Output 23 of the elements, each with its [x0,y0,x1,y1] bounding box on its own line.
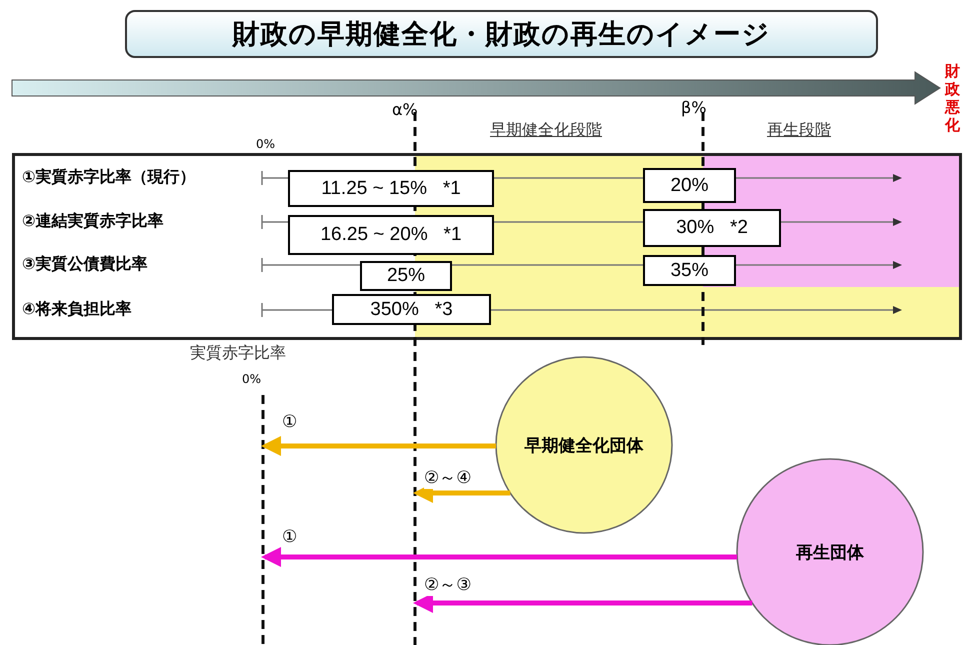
value-box: 25% [360,261,452,291]
threshold-label: β% [681,98,706,117]
row-label: ③実質公債費比率 [22,254,148,275]
row-label: ②連結実質赤字比率 [22,211,164,232]
value-box: 11.25 ~ 15% *1 [288,170,494,207]
value-box: 16.25 ~ 20% *1 [288,215,494,255]
value-box: 30% *2 [643,209,781,247]
arrow [261,547,738,567]
group-circle: 早期健全化団体 [495,356,673,534]
arrow [261,436,496,456]
title-banner: 財政の早期健全化・財政の再生のイメージ [125,10,878,58]
stage-heading: 再生段階 [767,120,831,141]
vertical-note: 財政悪化 [945,62,961,134]
value-box: 35% [643,255,736,286]
row-label: ①実質赤字比率（現行） [22,167,196,188]
row-label: ④将来負担比率 [22,299,132,320]
scale-label: 0% [256,137,276,151]
stage-heading: 早期健全化段階 [490,120,602,141]
value-box: 350% *3 [332,294,491,325]
axis-label: 実質赤字比率 [190,343,286,364]
value-box: 20% [643,168,736,203]
scale-label: 0% [242,372,262,386]
threshold-label: α% [392,100,418,119]
